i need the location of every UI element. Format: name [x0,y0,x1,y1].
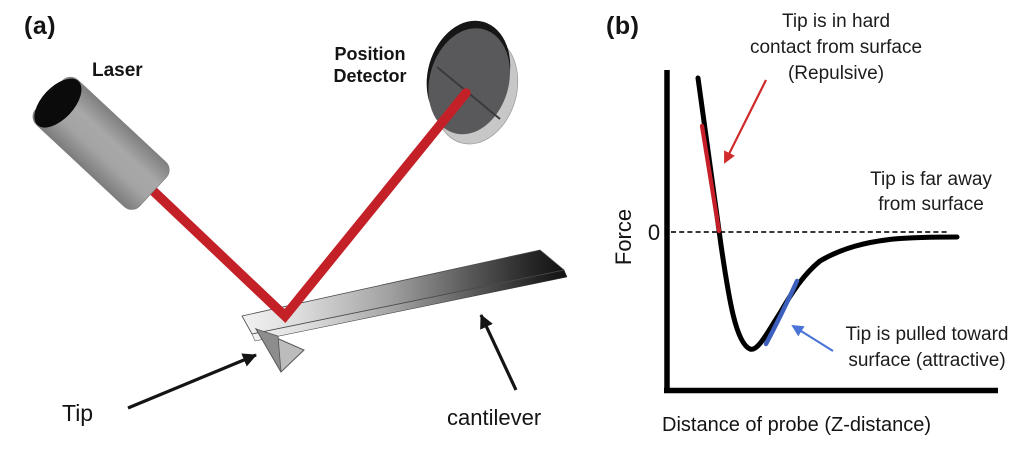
cantilever-beam [241,249,568,342]
x-axis-title: Distance of probe (Z-distance) [662,414,932,436]
attractive-annotation: Tip is pulled toward surface (attractive… [845,324,1009,371]
repulsive-annotation-arrow [724,79,767,164]
laser-beam [142,88,471,323]
laser-back-cap [34,78,82,128]
position-detector-label: Position Detector [333,44,407,86]
afm-schematic [32,20,568,410]
tip-label: Tip [62,400,94,426]
laser-source [32,76,170,210]
y-axis-title: Force [611,208,636,266]
zero-tick-label: 0 [647,220,661,245]
panel-b-label: (b) [606,12,640,40]
panel-a-label: (a) [24,12,57,40]
attractive-segment [763,278,800,347]
attractive-annotation-arrow [791,324,834,352]
repulsive-annotation: Tip is in hard contact from surface (Rep… [749,11,923,84]
repulsive-segment [699,123,722,234]
far-away-annotation: Tip is far away from surface [870,169,992,215]
probe-tip [254,327,305,373]
tip-pointer-arrow [127,353,257,410]
cantilever-label: cantilever [447,405,542,430]
cantilever-pointer-arrow [479,314,518,391]
laser-label: Laser [92,60,143,81]
force-distance-plot [664,70,998,394]
cantilever-top-face [241,249,565,335]
